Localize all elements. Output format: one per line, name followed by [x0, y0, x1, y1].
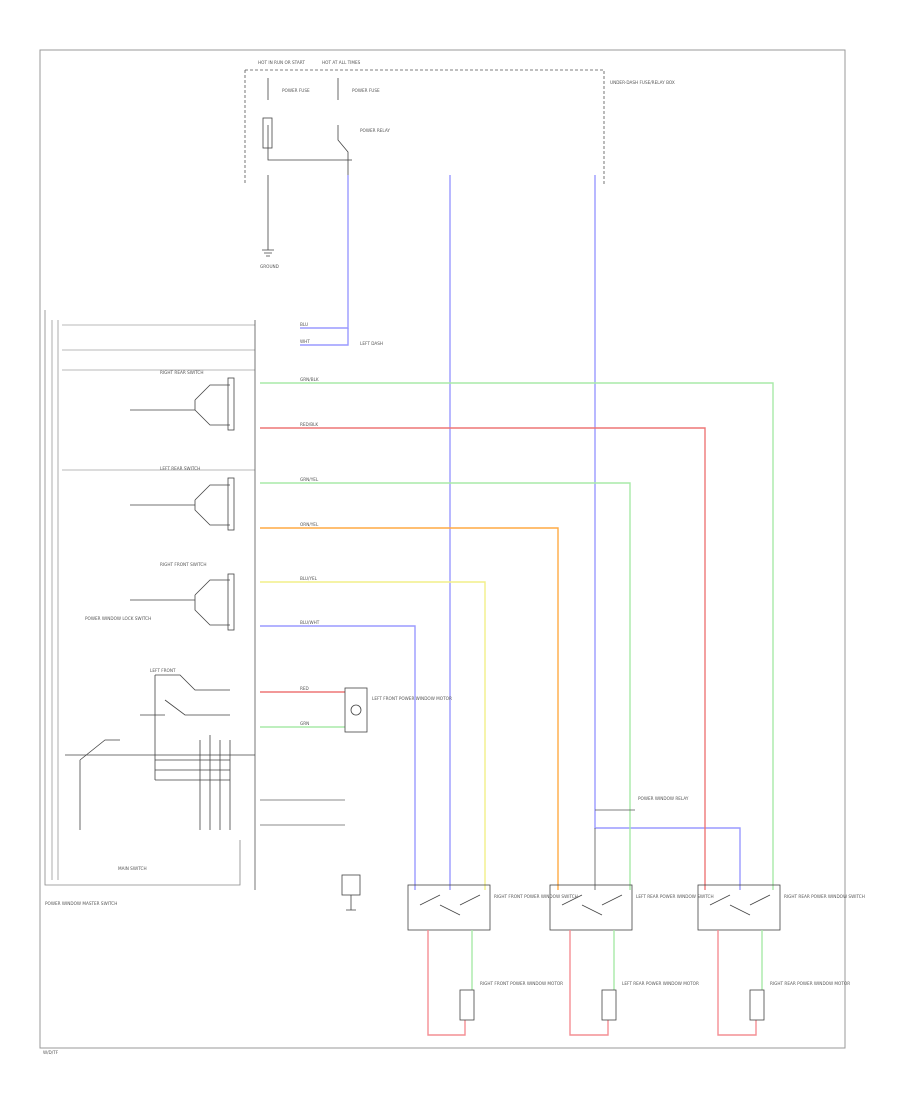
- relay-label: POWER RELAY: [360, 128, 390, 133]
- rr-motor-symbol: [749, 989, 765, 1021]
- diagram-frame: [39, 49, 846, 1049]
- lock-switch-label: POWER WINDOW LOCK SWITCH: [85, 616, 151, 621]
- mid-ground-symbol: [341, 874, 361, 911]
- lr-motor-symbol: [601, 989, 617, 1021]
- junction-power-label: POWER WINDOW RELAY: [638, 796, 689, 801]
- wire-wht-label: WHT: [300, 339, 310, 344]
- fuse-left-label: POWER FUSE: [282, 88, 310, 93]
- rr-motor-label: RIGHT REAR POWER WINDOW MOTOR: [770, 981, 850, 986]
- rf-motor-symbol: [459, 989, 475, 1021]
- wire-lr-up-green: [260, 482, 631, 890]
- rr-door-switch: [697, 884, 781, 931]
- rf-switch-label: RIGHT FRONT SWITCH: [160, 562, 206, 567]
- hot-run-start-label: HOT IN RUN OR START: [258, 60, 305, 65]
- wire-rfsw-dn-label: BLU/WHT: [300, 620, 320, 625]
- wire-rfsw-up-label: BLU/YEL: [300, 576, 318, 581]
- lr-motor-switch-label: LEFT REAR POWER WINDOW SWITCH: [636, 894, 714, 899]
- lr-motor-loop-pink: [569, 930, 609, 1036]
- wire-aux-1: [260, 799, 345, 826]
- wire-blu-label: BLU: [300, 322, 308, 327]
- rf-motor-label: RIGHT FRONT POWER WINDOW MOTOR: [480, 981, 563, 986]
- wire-rf-down-blue: [260, 625, 416, 890]
- main-switch-label: MAIN SWITCH: [118, 866, 147, 871]
- rf-motor-switch-label: RIGHT FRONT POWER WINDOW SWITCH: [494, 894, 578, 899]
- lf-switch-symbol: [140, 674, 231, 830]
- lf-motor-symbol: [344, 687, 368, 733]
- wire-rf-up-yellow: [260, 581, 486, 890]
- master-switch-outline: [44, 310, 241, 886]
- wire-rr-down-red: [260, 427, 706, 890]
- ground-top-symbol: [262, 175, 274, 257]
- wire-lr-down-orange: [260, 527, 559, 890]
- lr-door-switch: [549, 884, 633, 931]
- blue-feed-2: [300, 328, 349, 346]
- wire-lrsw-dn-label: ORN/YEL: [300, 522, 319, 527]
- wire-lf-dn-label: GRN: [300, 721, 309, 726]
- rf-motor-loop-pink: [427, 930, 466, 1036]
- rf-switch-symbol: [130, 573, 235, 631]
- lf-switch-label: LEFT FRONT: [150, 668, 176, 673]
- blue-feed-main: [300, 175, 349, 329]
- lr-switch-label: LEFT REAR SWITCH: [160, 466, 200, 471]
- window-master-label: POWER WINDOW MASTER SWITCH: [45, 901, 117, 906]
- fuse-right-label: POWER FUSE: [352, 88, 380, 93]
- fuse-relay-group: [262, 78, 352, 175]
- blue-feed-lr: [594, 175, 741, 890]
- rr-motor-switch-label: RIGHT REAR POWER WINDOW SWITCH: [784, 894, 865, 899]
- rf-door-switch: [407, 884, 491, 931]
- wire-lf-up-label: RED: [300, 686, 309, 691]
- lock-switch-symbol: [65, 739, 255, 830]
- rr-motor-loop-pink: [717, 930, 757, 1036]
- rr-switch-label: RIGHT REAR SWITCH: [160, 370, 204, 375]
- wire-rrsw-dn-label: RED/BLK: [300, 422, 318, 427]
- left-bus-lines: [51, 320, 255, 880]
- ground-top-label: GROUND: [260, 264, 279, 269]
- footer-code: W/D/TF: [43, 1050, 59, 1055]
- relay-junction-lines: [594, 809, 635, 890]
- rr-switch-symbol: [130, 377, 235, 431]
- lf-motor-label: LEFT FRONT POWER WINDOW MOTOR: [372, 696, 452, 701]
- junction-left-dash-label: LEFT DASH: [360, 341, 383, 346]
- under-dash-fuse-label: UNDER-DASH FUSE/RELAY BOX: [610, 80, 675, 85]
- lr-motor-label: LEFT REAR POWER WINDOW MOTOR: [622, 981, 699, 986]
- fuse-box-outline: [244, 69, 605, 185]
- lr-switch-symbol: [130, 477, 235, 531]
- hot-all-times-label: HOT AT ALL TIMES: [322, 60, 361, 65]
- wire-rr-up-green: [260, 382, 774, 890]
- wire-rrsw-up-label: GRN/BLK: [300, 377, 319, 382]
- wire-lrsw-up-label: GRN/YEL: [300, 477, 319, 482]
